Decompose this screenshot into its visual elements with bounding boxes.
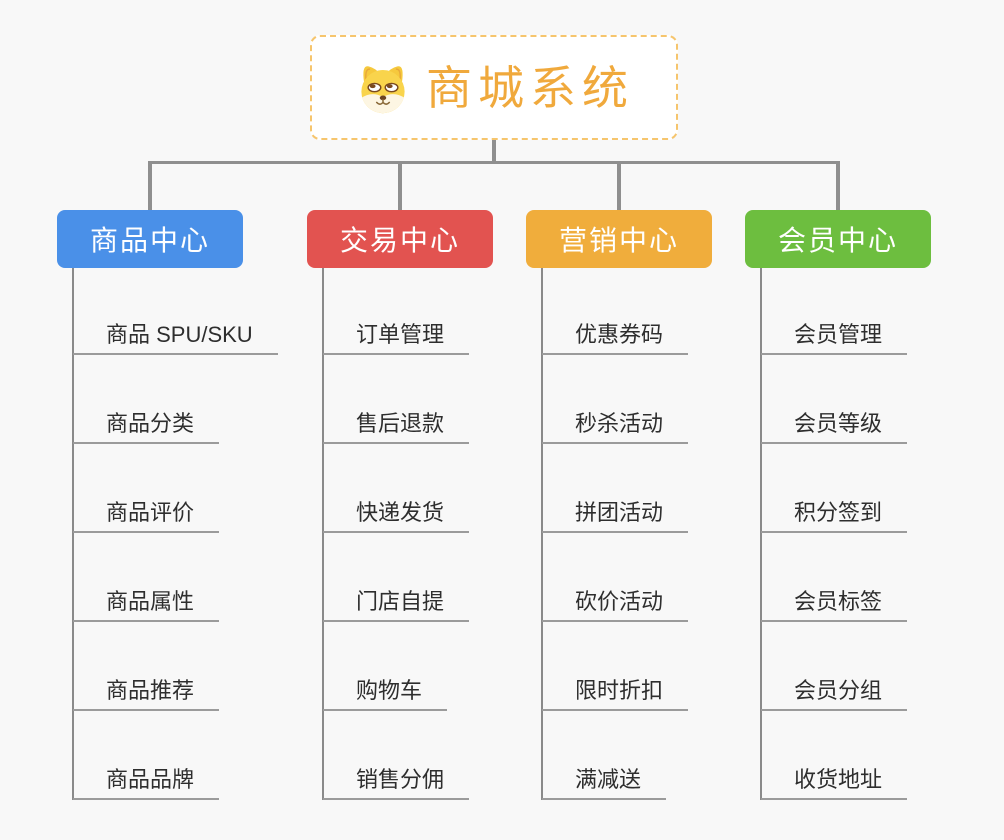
- leaf-node[interactable]: 满减送: [542, 767, 667, 800]
- leaf-node[interactable]: 砍价活动: [542, 589, 689, 622]
- branch-member-center: 会员中心 会员管理 会员等级 积分签到 会员标签 会员分组 收货地址: [745, 210, 995, 800]
- root-node[interactable]: 商城系统: [310, 35, 678, 140]
- branch-node-trade-center[interactable]: 交易中心: [307, 210, 493, 268]
- leaf-node[interactable]: 会员标签: [761, 589, 908, 622]
- leaf-node[interactable]: 商品评价: [73, 500, 220, 533]
- branch-marketing-center: 营销中心 优惠券码 秒杀活动 拼团活动 砍价活动 限时折扣 满减送: [526, 210, 776, 800]
- leaf-node[interactable]: 秒杀活动: [542, 411, 689, 444]
- branch-trade-center: 交易中心 订单管理 售后退款 快递发货 门店自提 购物车 销售分佣: [307, 210, 557, 800]
- branch-spine-line: [72, 268, 74, 800]
- connector-horizontal-bar: [148, 161, 840, 164]
- leaf-node[interactable]: 收货地址: [761, 767, 908, 800]
- branch-spine-line: [322, 268, 324, 800]
- leaf-node[interactable]: 门店自提: [323, 589, 470, 622]
- leaf-node[interactable]: 销售分佣: [323, 767, 470, 800]
- leaf-node[interactable]: 积分签到: [761, 500, 908, 533]
- leaf-node[interactable]: 商品推荐: [73, 678, 220, 711]
- branch-node-member-center[interactable]: 会员中心: [745, 210, 931, 268]
- shiba-dog-icon: [361, 65, 405, 113]
- leaf-node[interactable]: 限时折扣: [542, 678, 689, 711]
- leaf-node[interactable]: 会员分组: [761, 678, 908, 711]
- connector-root-stem: [492, 140, 496, 164]
- connector-drop-marketing: [617, 161, 621, 210]
- connector-drop-product: [148, 161, 152, 210]
- branch-spine-line: [541, 268, 543, 800]
- connector-drop-trade: [398, 161, 402, 210]
- leaf-node[interactable]: 会员管理: [761, 322, 908, 355]
- branch-node-marketing-center[interactable]: 营销中心: [526, 210, 712, 268]
- leaf-node[interactable]: 购物车: [323, 678, 448, 711]
- leaf-node[interactable]: 商品属性: [73, 589, 220, 622]
- branch-product-center: 商品中心 商品 SPU/SKU 商品分类 商品评价 商品属性 商品推荐 商品品牌: [57, 210, 307, 800]
- leaf-node[interactable]: 会员等级: [761, 411, 908, 444]
- leaf-node[interactable]: 商品 SPU/SKU: [73, 322, 278, 355]
- leaf-node[interactable]: 快递发货: [323, 500, 470, 533]
- leaf-node[interactable]: 售后退款: [323, 411, 470, 444]
- branch-node-product-center[interactable]: 商品中心: [57, 210, 243, 268]
- root-title: 商城系统: [426, 61, 634, 114]
- leaf-node[interactable]: 订单管理: [323, 322, 470, 355]
- leaf-node[interactable]: 拼团活动: [542, 500, 689, 533]
- leaf-node[interactable]: 商品品牌: [73, 767, 220, 800]
- leaf-node[interactable]: 商品分类: [73, 411, 220, 444]
- connector-drop-member: [836, 161, 840, 210]
- branch-spine-line: [760, 268, 762, 800]
- leaf-node[interactable]: 优惠券码: [542, 322, 689, 355]
